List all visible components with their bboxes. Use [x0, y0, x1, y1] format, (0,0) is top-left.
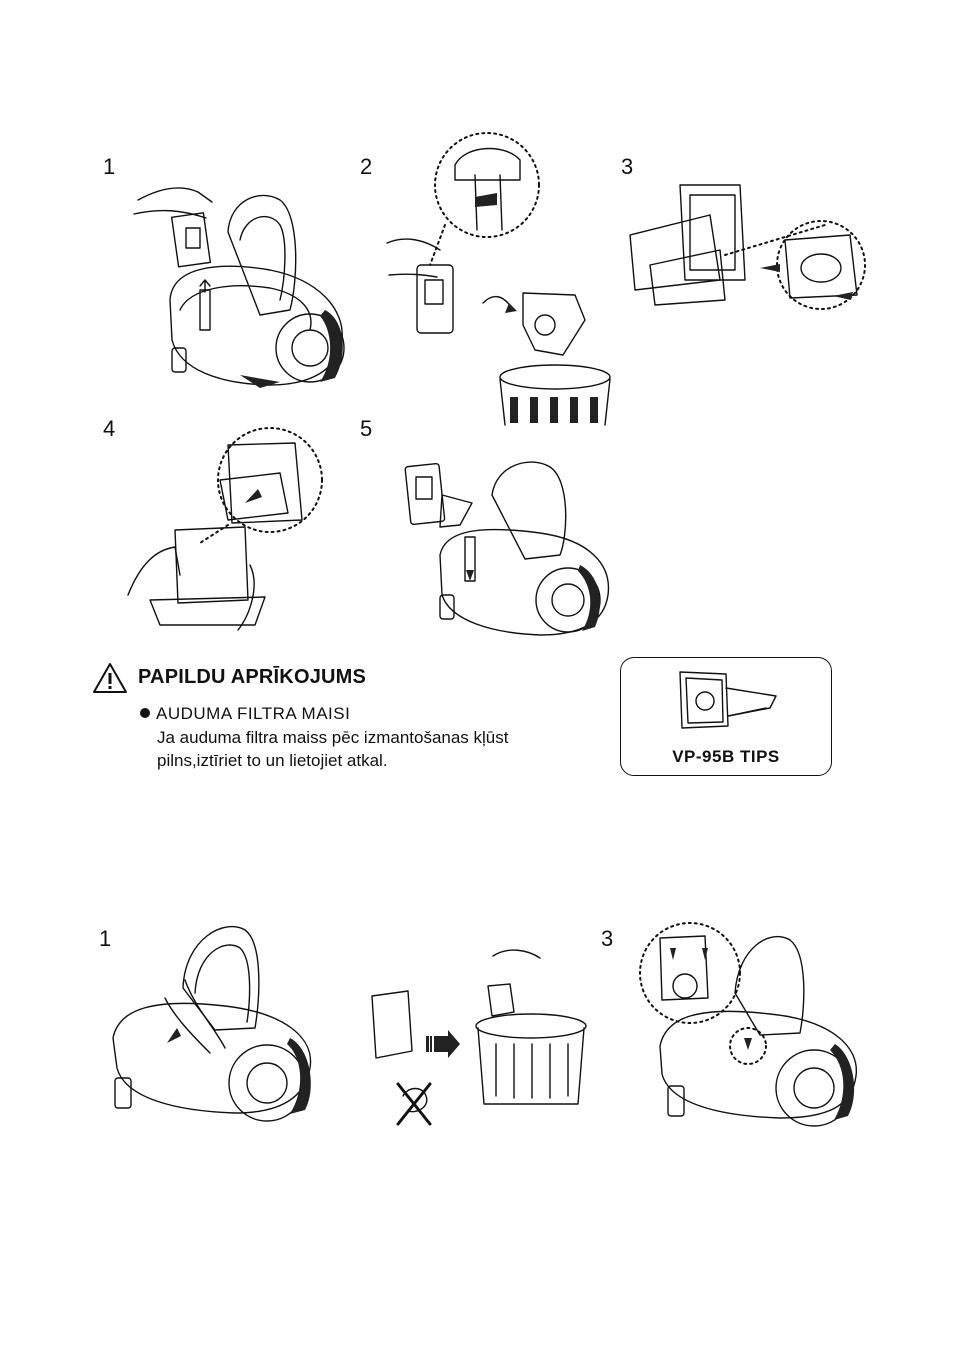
- step-number-2: 2: [360, 154, 372, 180]
- accessory-description: Ja auduma filtra maiss pēc izmantošanas …: [157, 726, 587, 772]
- step-number-3: 3: [621, 154, 633, 180]
- filter-disposal-illustration: [368, 946, 593, 1141]
- vacuum-insert-frame-illustration: [400, 455, 615, 640]
- vacuum-remove-filter-illustration: [105, 918, 320, 1133]
- bullet-dot-icon: [140, 708, 150, 718]
- bag-holder-frame-illustration: [625, 180, 870, 325]
- tip-label: VP-95B TIPS: [621, 747, 831, 767]
- step-number-5: 5: [360, 416, 372, 442]
- bag-disposal-illustration: [385, 125, 615, 430]
- vacuum-install-filter-illustration: [640, 918, 865, 1133]
- step-number-4: 4: [103, 416, 115, 442]
- accessory-bullet: AUDUMA FILTRA MAISI: [140, 704, 350, 724]
- accessory-line-1: Ja auduma filtra maiss pēc izmantošanas …: [157, 726, 587, 749]
- cloth-bag-icon: [676, 668, 786, 738]
- insert-bag-holder-illustration: [120, 425, 335, 640]
- tip-box: VP-95B TIPS: [620, 657, 832, 776]
- warning-icon: [92, 662, 128, 694]
- step-number-bottom-3: 3: [601, 926, 613, 952]
- accessory-line-2: pilns,iztīriet to un lietojiet atkal.: [157, 749, 587, 772]
- step-number-1: 1: [103, 154, 115, 180]
- accessory-bullet-text: AUDUMA FILTRA MAISI: [156, 704, 350, 723]
- vacuum-remove-bag-illustration: [120, 170, 360, 395]
- accessory-title: PAPILDU APRĪKOJUMS: [138, 666, 366, 689]
